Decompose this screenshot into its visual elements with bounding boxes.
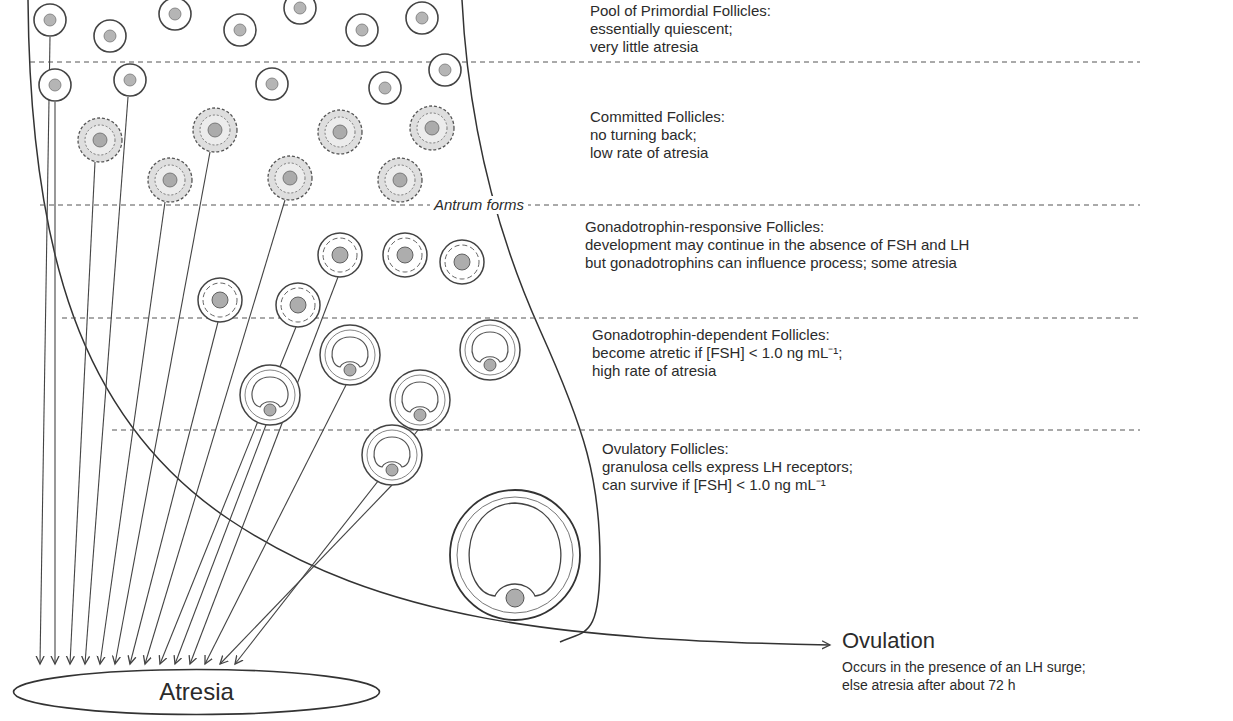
primordial-follicle	[39, 69, 71, 101]
dependent-follicle	[240, 365, 300, 425]
antrum	[469, 503, 561, 596]
outcome-label: Atresia	[12, 678, 381, 706]
atresia-arrow	[40, 37, 50, 664]
committed-follicle	[268, 156, 312, 200]
primordial-follicle	[159, 0, 191, 30]
stage-note: become atretic if [FSH] < 1.0 ng mL⁻¹; h…	[592, 344, 843, 380]
atresia-arrow	[175, 425, 266, 664]
primordial-follicle	[256, 68, 288, 100]
outcome-ellipse: Atresia	[12, 668, 381, 716]
primordial-follicle	[114, 64, 146, 96]
follicle-wall	[450, 490, 580, 620]
atresia-arrows	[40, 37, 418, 664]
atresia-arrow	[100, 202, 165, 664]
outcome-heading: Ovulation	[842, 628, 935, 654]
stage-note: development may continue in the absence …	[585, 236, 969, 272]
committed-follicle	[193, 108, 237, 152]
oocyte	[506, 589, 524, 607]
granulosa-layer	[457, 497, 573, 613]
stage-note: granulosa cells express LH receptors; ca…	[602, 458, 853, 494]
primordial-follicle	[369, 72, 401, 104]
stage-heading: Gonadotrophin-dependent Follicles:	[592, 326, 830, 344]
responsive-follicle	[198, 278, 242, 322]
primordial-follicle	[284, 0, 316, 24]
committed-follicle	[410, 106, 454, 150]
stage-divider	[30, 62, 1140, 63]
dependent-follicle	[362, 425, 422, 485]
stage-heading: Gonadotrophin-responsive Follicles:	[585, 218, 824, 236]
atresia-arrow	[145, 200, 285, 664]
primordial-follicle	[406, 2, 438, 34]
responsive-follicle	[440, 240, 484, 284]
atresia-arrow	[220, 485, 392, 664]
outcome-note: Occurs in the presence of an LH surge; e…	[842, 658, 1086, 694]
dependent-follicle	[320, 325, 380, 385]
stage-heading: Committed Follicles:	[590, 108, 725, 126]
atresia-arrow	[190, 277, 338, 664]
committed-follicle	[148, 158, 192, 202]
atresia-arrow	[54, 102, 55, 664]
primordial-follicle	[429, 54, 461, 86]
stage-divider	[40, 205, 1140, 206]
committed-follicle	[378, 158, 422, 202]
responsive-follicle	[318, 233, 362, 277]
primordial-follicle	[346, 14, 378, 46]
ovulatory-follicle	[450, 490, 580, 620]
primordial-follicle	[94, 20, 126, 52]
stage-note: no turning back; low rate of atresia	[590, 126, 708, 162]
atresia-arrow	[85, 97, 128, 664]
stage-divider	[112, 430, 1140, 431]
stage-heading: Ovulatory Follicles:	[602, 440, 729, 458]
atresia-arrow	[130, 322, 218, 664]
responsive-follicle	[276, 283, 320, 327]
responsive-follicle	[383, 233, 427, 277]
primordial-follicle	[224, 14, 256, 46]
primordial-follicle	[34, 4, 66, 36]
stage-heading: Pool of Primordial Follicles:	[590, 2, 771, 20]
dependent-follicle	[460, 320, 520, 380]
committed-follicle	[78, 118, 122, 162]
dependent-follicle	[390, 370, 450, 430]
stage-note: essentially quiescent; very little atres…	[590, 20, 733, 56]
atresia-arrow	[205, 385, 346, 664]
committed-follicle	[318, 110, 362, 154]
stage-marker: Antrum forms	[430, 196, 528, 214]
